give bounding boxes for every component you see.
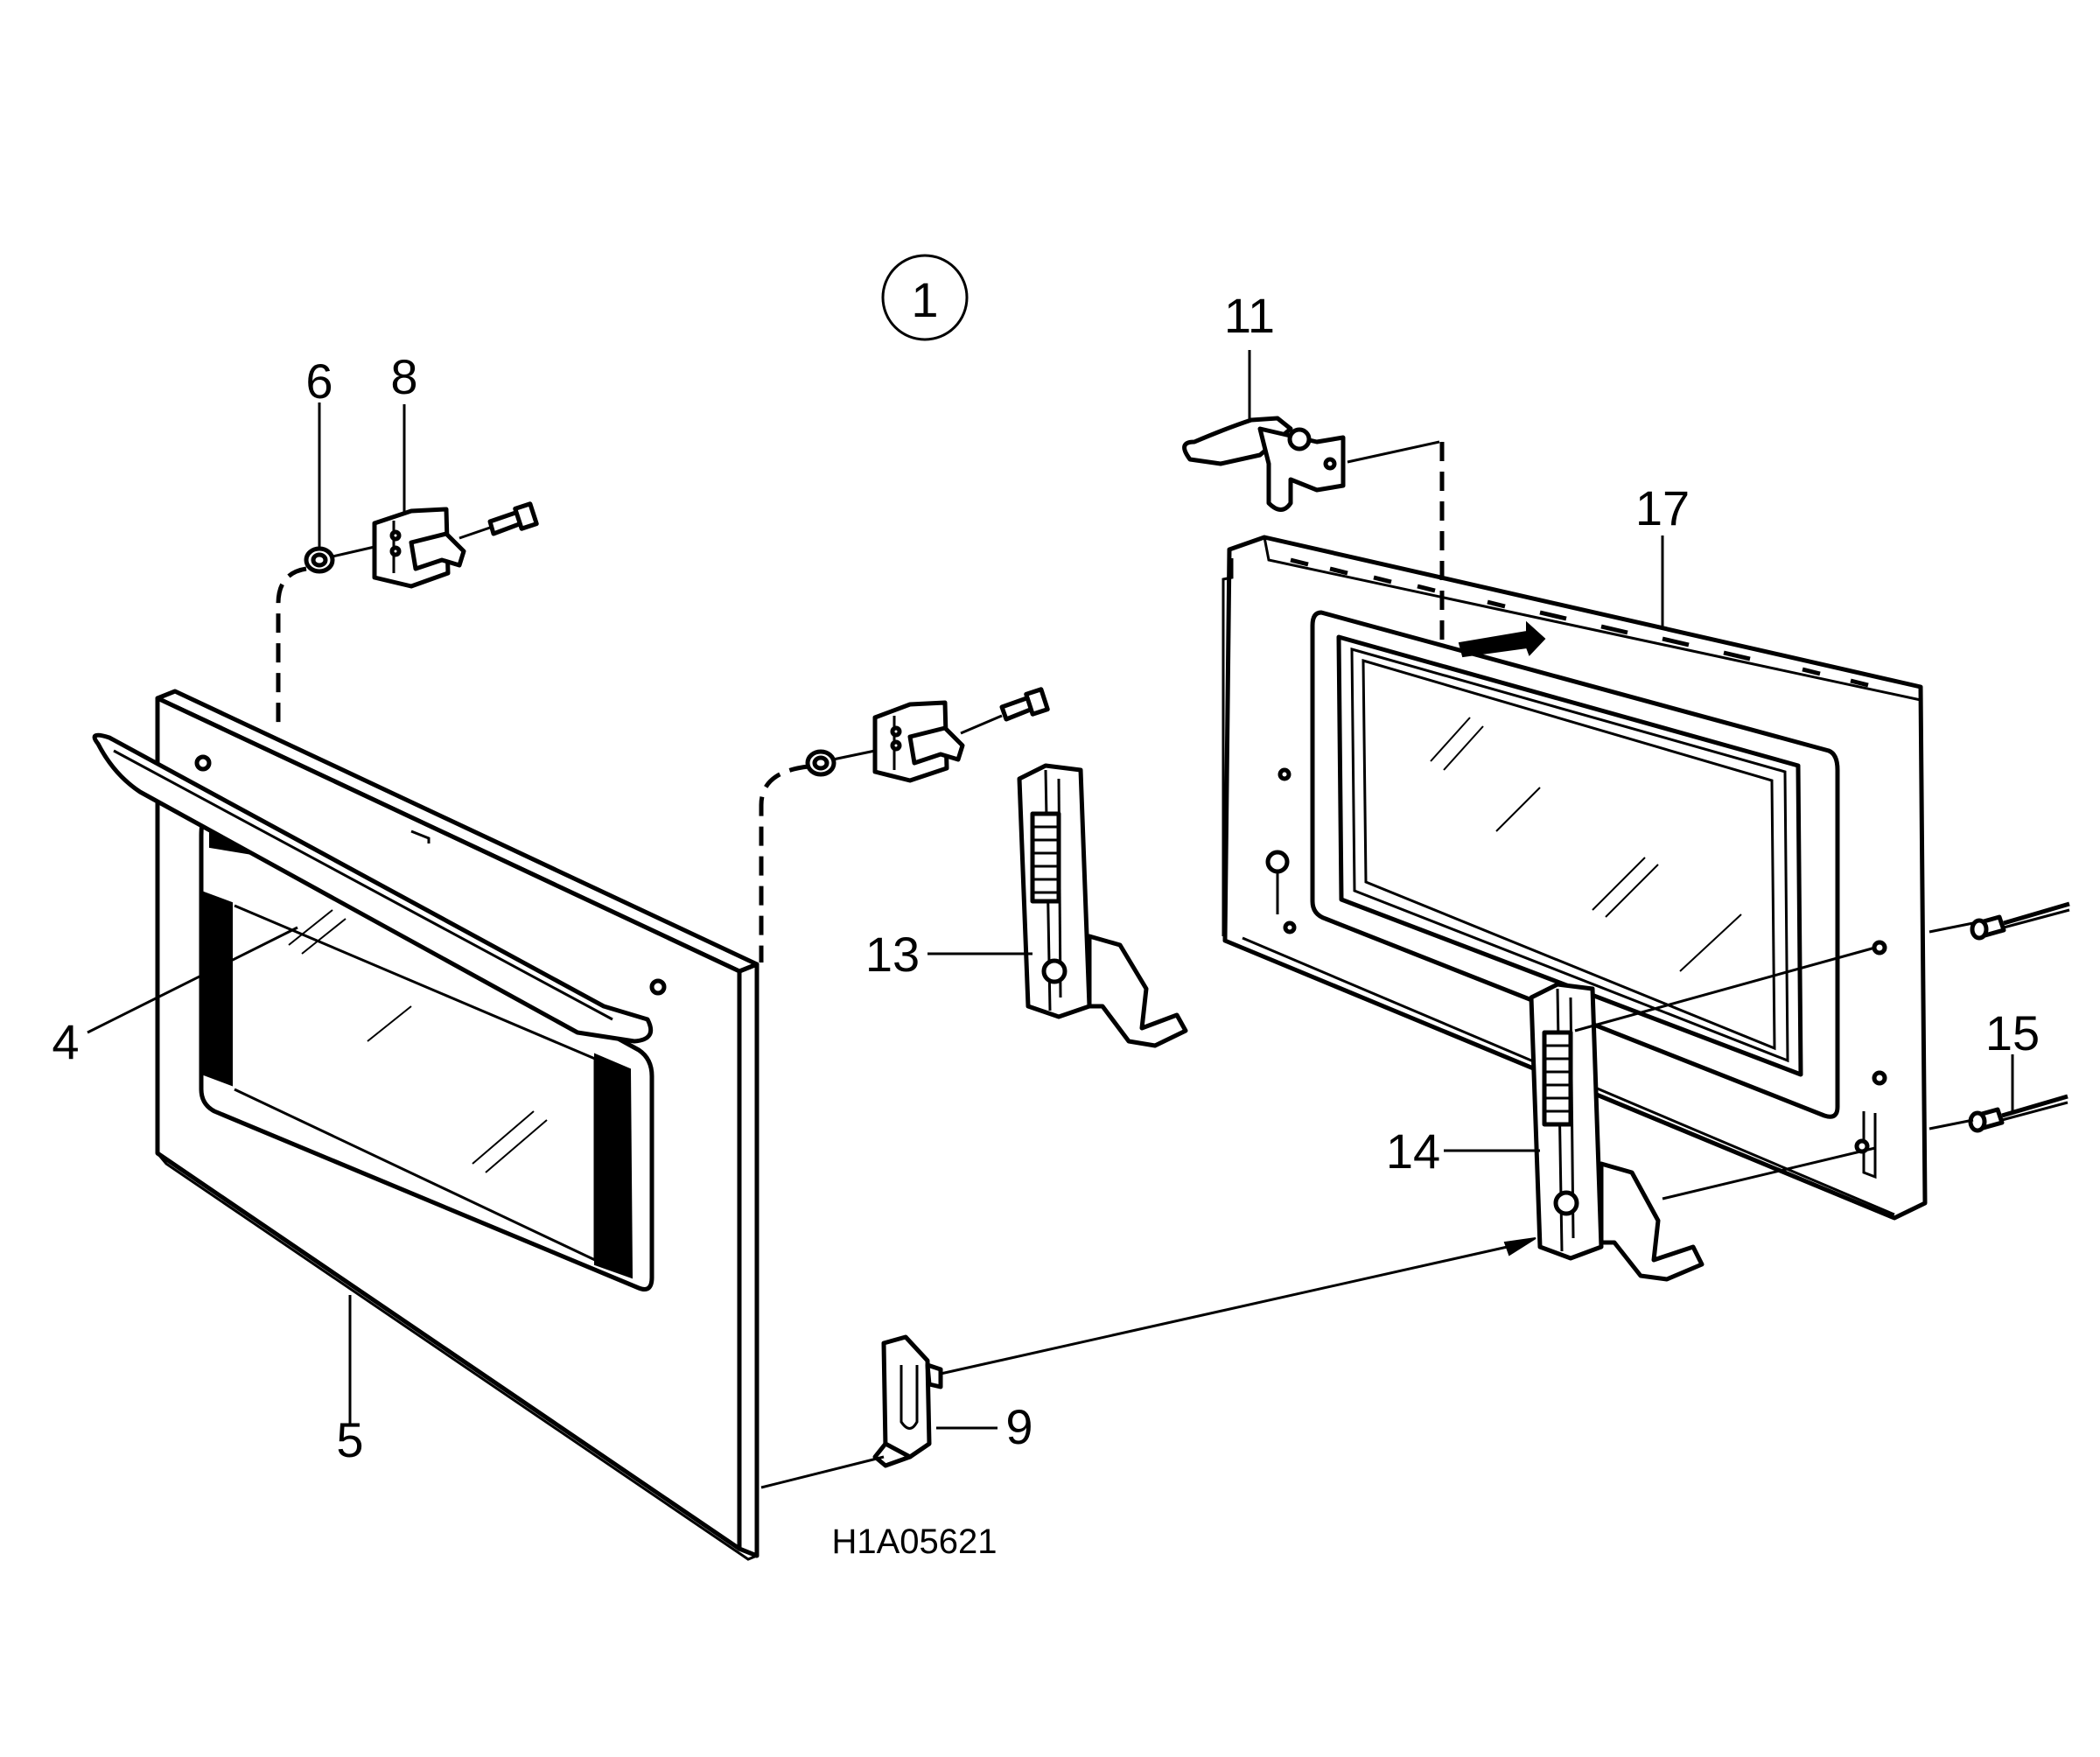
hinge-bracket-upper (372, 507, 466, 589)
drawing-code: H1A05621 (831, 1522, 997, 1561)
callout-15: 15 (1985, 1005, 2040, 1060)
screw-upper (487, 501, 539, 536)
hinge-bracket-lower (872, 700, 965, 783)
callout-8: 8 (390, 349, 417, 404)
bushing-lower (805, 749, 836, 777)
outer-door-panel (155, 689, 760, 1561)
callout-9: 9 (1005, 1399, 1032, 1454)
hinge-13 (1017, 763, 1188, 1048)
callout-4: 4 (52, 1014, 79, 1069)
group-number: 1 (911, 272, 938, 327)
bracket-9 (872, 1334, 943, 1468)
bushing-upper (304, 546, 335, 574)
callout-6: 6 (305, 354, 332, 409)
callout-17: 17 (1635, 480, 1690, 536)
door-handle (92, 732, 654, 1044)
rivet-upper (1970, 901, 2070, 941)
group-number-badge: 1 (881, 254, 969, 341)
latch-clip (1182, 416, 1346, 512)
callout-11: 11 (1224, 288, 1275, 343)
inner-door-frame (1222, 535, 1928, 1221)
callout-5: 5 (336, 1412, 363, 1467)
rivet-lower (1968, 1094, 2068, 1133)
hinge-14 (1529, 982, 1704, 1282)
screw-lower (999, 687, 1050, 722)
leader-4 (87, 926, 298, 1034)
callout-13: 13 (865, 927, 920, 982)
callout-14: 14 (1386, 1124, 1440, 1179)
